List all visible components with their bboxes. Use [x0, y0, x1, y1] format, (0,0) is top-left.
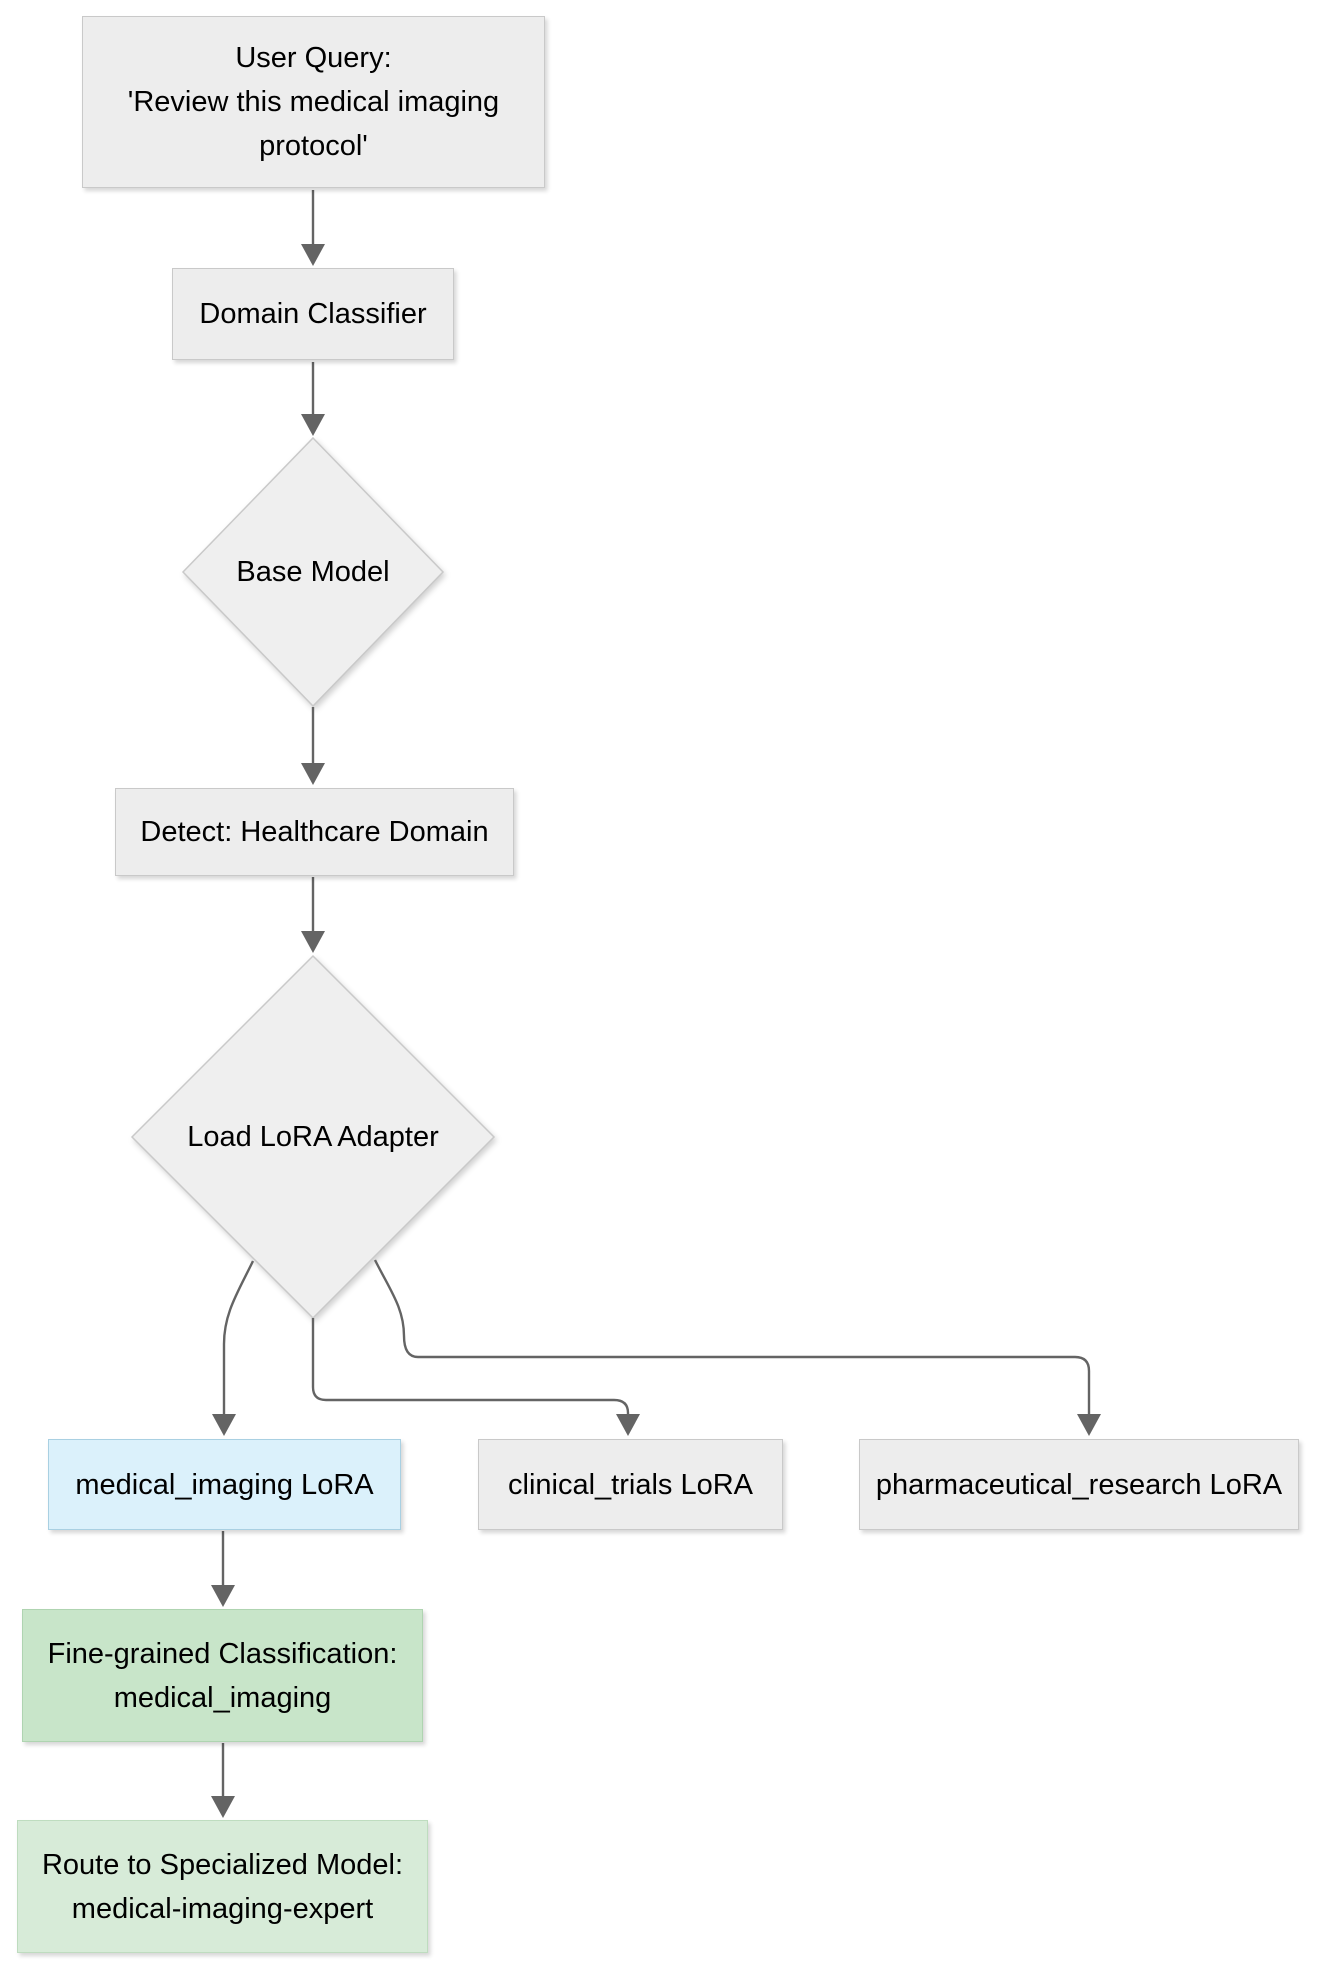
- node-detect-healthcare-domain: Detect: Healthcare Domain: [115, 788, 514, 876]
- edge-load-lora-to-medical-imaging: [212, 1260, 255, 1436]
- node-base-model-label: Base Model: [236, 556, 390, 588]
- node-user-query: User Query: 'Review this medical imaging…: [82, 16, 545, 188]
- node-route-line2: medical-imaging-expert: [71, 1892, 374, 1925]
- edge-load-lora-to-clinical-trials: [311, 1318, 640, 1436]
- node-clinical-trials-lora-label: clinical_trials LoRA: [508, 1468, 753, 1501]
- node-medical-imaging-lora-label: medical_imaging LoRA: [75, 1468, 374, 1501]
- node-domain-classifier-label: Domain Classifier: [199, 298, 427, 330]
- node-load-lora-adapter-label: Load LoRA Adapter: [187, 1121, 439, 1153]
- node-route-line1: Route to Specialized Model:: [41, 1848, 404, 1881]
- node-domain-classifier: Domain Classifier: [172, 268, 454, 360]
- node-fine-grained-classification: Fine-grained Classification: medical_ima…: [22, 1609, 423, 1742]
- edge-detect-to-load-lora: [301, 877, 325, 953]
- node-user-query-line2: 'Review this medical imaging: [127, 86, 500, 118]
- edge-base-model-to-detect: [301, 707, 325, 785]
- edge-load-lora-to-pharmaceutical: [373, 1259, 1101, 1436]
- diamond-base-model: [181, 436, 445, 708]
- edge-fine-grained-to-route: [211, 1743, 235, 1818]
- node-user-query-line3: protocol': [259, 130, 368, 162]
- node-fine-grained-line1: Fine-grained Classification:: [47, 1637, 398, 1670]
- node-pharmaceutical-research-lora-label: pharmaceutical_research LoRA: [875, 1468, 1283, 1501]
- node-pharmaceutical-research-lora: pharmaceutical_research LoRA: [859, 1439, 1299, 1530]
- edge-user-query-to-domain-classifier: [301, 190, 325, 266]
- node-user-query-line1: User Query:: [235, 42, 392, 74]
- edge-medical-to-fine-grained: [211, 1531, 235, 1607]
- node-fine-grained-line2: medical_imaging: [113, 1681, 332, 1714]
- node-medical-imaging-lora: medical_imaging LoRA: [48, 1439, 401, 1530]
- node-route-specialized-model: Route to Specialized Model: medical-imag…: [17, 1820, 428, 1953]
- node-clinical-trials-lora: clinical_trials LoRA: [478, 1439, 783, 1530]
- node-detect-label: Detect: Healthcare Domain: [140, 816, 489, 848]
- edge-domain-classifier-to-base-model: [301, 362, 325, 436]
